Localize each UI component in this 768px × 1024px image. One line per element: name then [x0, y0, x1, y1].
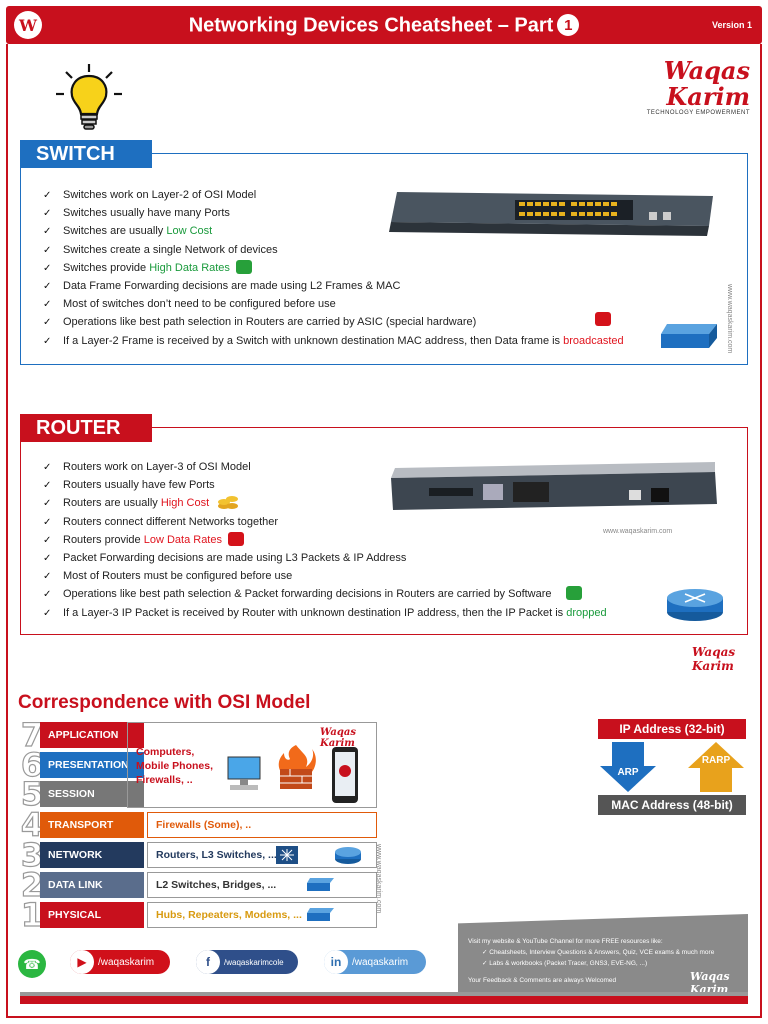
- osi-upper-desc: Computers, Mobile Phones, Firewalls, ..: [136, 746, 214, 786]
- brand-mini-logo: Waqas Karim: [320, 727, 356, 749]
- switch-bullet: Operations like best path selection in R…: [43, 313, 624, 331]
- osi-upper-desc-box: Computers, Mobile Phones, Firewalls, .. …: [127, 722, 377, 808]
- router-symbol-icon: [667, 589, 723, 621]
- mac-address-box: MAC Address (48-bit): [598, 795, 746, 815]
- switch-bullet: Switches work on Layer-2 of OSI Model: [43, 186, 624, 204]
- footer-line: Visit my website & YouTube Channel for m…: [468, 938, 663, 945]
- youtube-icon: ▶: [70, 950, 94, 974]
- router-section: ROUTER Routers work on Layer-3 of OSI Mo…: [20, 414, 748, 635]
- switch-bullet: Switches are usually Low Cost: [43, 222, 624, 240]
- linkedin-link[interactable]: in/waqaskarim: [324, 950, 426, 974]
- light-bulb-icon: [56, 64, 122, 130]
- router-bullet: Routers are usually High Cost: [43, 494, 607, 512]
- facebook-icon: f: [196, 950, 220, 974]
- thumbs-up-icon: [235, 259, 252, 274]
- arp-label: ARP: [617, 767, 639, 778]
- l3-switch-icon: [276, 846, 298, 864]
- version-label: Version 1: [711, 20, 752, 30]
- footer-line: Your Feedback & Comments are always Welc…: [468, 977, 617, 984]
- rarp-arrow-icon: [688, 742, 744, 792]
- switch-section-tag: SWITCH: [20, 140, 152, 168]
- switch-device-image: [389, 192, 713, 236]
- mobile-phone-icon: [332, 747, 358, 803]
- facebook-link[interactable]: f/waqaskarimcole: [196, 950, 298, 974]
- osi-layer-2-desc: L2 Switches, Bridges, ...: [147, 872, 377, 898]
- router-bullet-list: Routers work on Layer-3 of OSI Model Rou…: [43, 458, 607, 622]
- router-bullet: Most of Routers must be configured befor…: [43, 567, 607, 585]
- ip-address-box: IP Address (32-bit): [598, 719, 746, 739]
- page-title-text: Networking Devices Cheatsheet – Part: [188, 14, 554, 37]
- computer-icon: [227, 756, 261, 790]
- router-device-image: [391, 462, 717, 510]
- brand-name: Waqas Karim: [663, 56, 750, 111]
- switch-bullet-list: Switches work on Layer-2 of OSI Model Sw…: [43, 186, 624, 350]
- router-symbol-icon: [335, 847, 361, 864]
- switch-bullet: If a Layer-2 Frame is received by a Swit…: [43, 332, 624, 350]
- footer-bar: [20, 996, 748, 1004]
- part-number-badge: 1: [557, 14, 580, 36]
- router-bullet: Routers work on Layer-3 of OSI Model: [43, 458, 607, 476]
- whatsapp-icon[interactable]: ☎: [18, 950, 46, 978]
- switch-symbol-icon: [661, 324, 717, 348]
- watermark: www.waqaskarim.com: [375, 844, 382, 914]
- footer-line: ✓ Cheatsheets, Interview Questions & Ans…: [482, 949, 715, 956]
- thumbs-down-icon: [595, 312, 611, 326]
- footer-line: ✓ Labs & workbooks (Packet Tracer, GNS3,…: [482, 960, 648, 967]
- page-frame: [6, 44, 762, 1018]
- brand-tagline: TECHNOLOGY EMPOWERMENT: [646, 110, 750, 116]
- thumbs-down-icon: [227, 531, 244, 546]
- youtube-link[interactable]: ▶/waqaskarim: [70, 950, 170, 974]
- osi-section-title: Correspondence with OSI Model: [18, 692, 311, 713]
- linkedin-icon: in: [324, 950, 348, 974]
- router-bullet: Operations like best path selection & Pa…: [43, 585, 607, 603]
- osi-layer-1-desc: Hubs, Repeaters, Modems, ...: [147, 902, 377, 928]
- coins-icon: [218, 496, 239, 510]
- osi-layer-3-desc: Routers, L3 Switches, ...: [147, 842, 377, 868]
- watermark: www.waqaskarim.com: [603, 528, 673, 535]
- switch-section: SWITCH Switches work on Layer-2 of OSI M…: [20, 140, 748, 365]
- brand-mini-logo: Waqas Karim: [692, 645, 736, 673]
- switch-symbol-icon: [307, 878, 334, 891]
- brand-logo-icon: W: [14, 11, 42, 39]
- thumbs-up-icon: [565, 586, 582, 601]
- footer-divider: [20, 992, 748, 996]
- switch-bullet: Switches provide High Data Rates: [43, 259, 624, 277]
- osi-layer-4-desc: Firewalls (Some), ..: [147, 812, 377, 838]
- footer-resources-panel: Visit my website & YouTube Channel for m…: [458, 914, 748, 992]
- brand-logo: Waqas Karim TECHNOLOGY EMPOWERMENT: [610, 58, 750, 117]
- router-bullet: If a Layer-3 IP Packet is received by Ro…: [43, 604, 607, 622]
- router-bullet: Routers provide Low Data Rates: [43, 531, 607, 549]
- router-bullet: Routers usually have few Ports: [43, 476, 607, 494]
- switch-bullet: Data Frame Forwarding decisions are made…: [43, 277, 624, 295]
- hub-symbol-icon: [307, 908, 334, 921]
- rarp-label: RARP: [701, 755, 731, 766]
- switch-bullet: Switches create a single Network of devi…: [43, 241, 624, 259]
- switch-bullet: Most of switches don’t need to be config…: [43, 295, 624, 313]
- switch-bullet: Switches usually have many Ports: [43, 204, 624, 222]
- router-bullet: Packet Forwarding decisions are made usi…: [43, 549, 607, 567]
- router-bullet: Routers connect different Networks toget…: [43, 513, 607, 531]
- arp-arrow-icon: [600, 742, 656, 792]
- watermark: www.waqaskarim.com: [726, 284, 733, 354]
- firewall-icon: [278, 745, 316, 789]
- router-section-tag: ROUTER: [20, 414, 152, 442]
